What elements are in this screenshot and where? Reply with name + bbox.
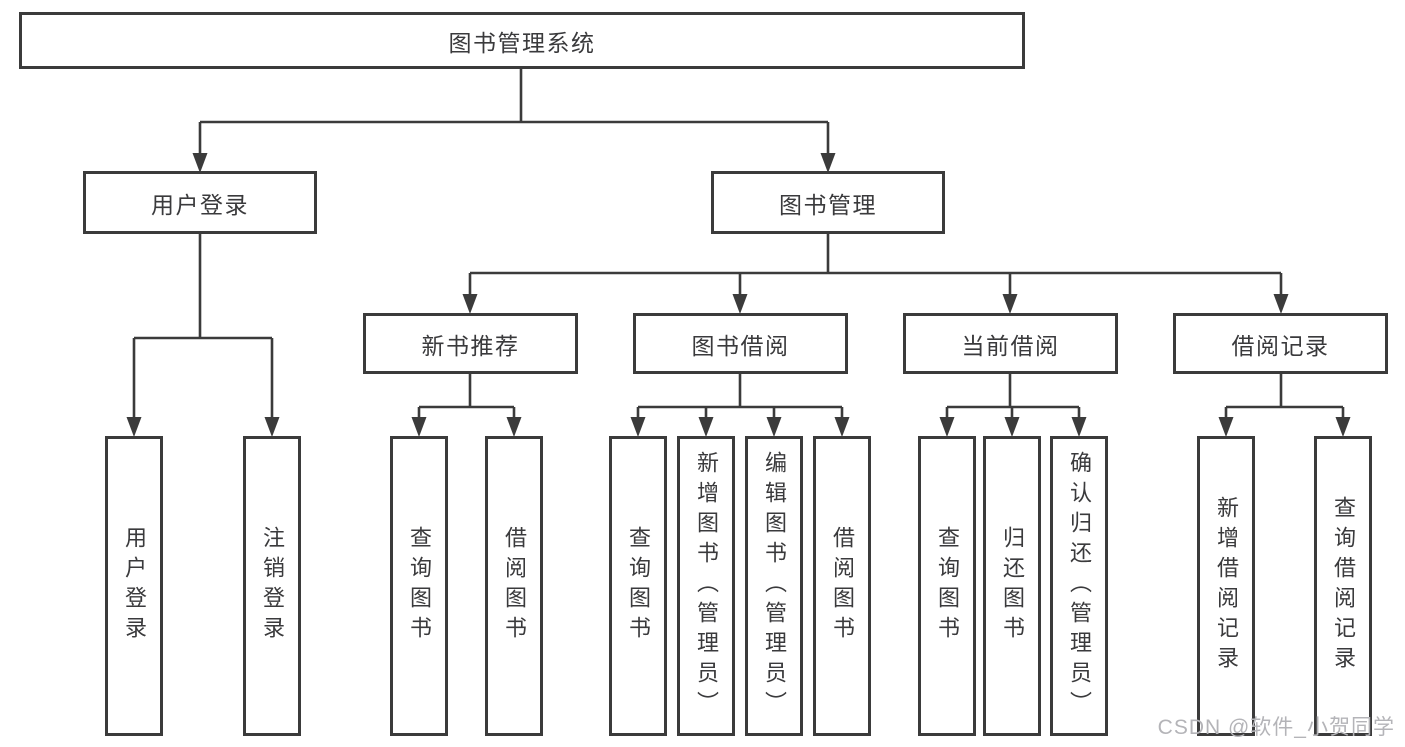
csdn-watermark: CSDN @软件_小贺同学	[1157, 716, 1395, 739]
leaf-query-book-current-label: 查询图书	[935, 526, 960, 646]
leaf-borrow-book-recommend: 借阅图书	[485, 436, 543, 736]
leaf-logout: 注销登录	[243, 436, 301, 736]
node-book-management-label: 图书管理	[779, 191, 877, 218]
node-current-borrow-label: 当前借阅	[961, 332, 1060, 359]
arrowhead	[126, 417, 142, 437]
arrowhead	[192, 153, 208, 173]
node-current-borrow: 当前借阅	[903, 313, 1118, 374]
arrowhead	[1004, 417, 1020, 437]
leaf-query-book-current: 查询图书	[918, 436, 976, 736]
arrowhead	[732, 294, 748, 314]
leaf-borrow-book: 借阅图书	[813, 436, 871, 736]
arrowhead	[1218, 417, 1234, 437]
leaf-query-book-borrow-label: 查询图书	[626, 526, 651, 646]
node-book-borrow-label: 图书借阅	[691, 332, 790, 359]
node-borrow-record-label: 借阅记录	[1231, 332, 1330, 359]
leaf-edit-book-admin-label: 编辑图书（管理员）	[762, 451, 787, 721]
leaf-return-book: 归还图书	[983, 436, 1041, 736]
node-borrow-record: 借阅记录	[1173, 313, 1388, 374]
arrowhead	[1002, 294, 1018, 314]
leaf-borrow-book-label: 借阅图书	[830, 526, 855, 646]
arrowhead	[506, 417, 522, 437]
node-new-book-recommend-label: 新书推荐	[421, 332, 520, 359]
leaf-query-book-recommend-label: 查询图书	[407, 526, 432, 646]
leaf-add-book-admin-label: 新增图书（管理员）	[694, 451, 719, 721]
arrowhead	[1071, 417, 1087, 437]
arrowhead	[834, 417, 850, 437]
leaf-user-login-label: 用户登录	[122, 526, 147, 646]
arrowhead	[766, 417, 782, 437]
arrowhead	[264, 417, 280, 437]
node-book-management: 图书管理	[711, 171, 945, 234]
leaf-borrow-book-recommend-label: 借阅图书	[502, 526, 527, 646]
leaf-add-book-admin: 新增图书（管理员）	[677, 436, 735, 736]
node-user-login: 用户登录	[83, 171, 317, 234]
leaf-query-borrow-record-label: 查询借阅记录	[1331, 496, 1356, 676]
leaf-add-borrow-record: 新增借阅记录	[1197, 436, 1255, 736]
arrowhead	[630, 417, 646, 437]
leaf-edit-book-admin: 编辑图书（管理员）	[745, 436, 803, 736]
node-root-label: 图书管理系统	[448, 29, 596, 56]
leaf-query-book-borrow: 查询图书	[609, 436, 667, 736]
node-user-login-label: 用户登录	[151, 191, 249, 218]
leaf-user-login: 用户登录	[105, 436, 163, 736]
node-root-system: 图书管理系统	[19, 12, 1025, 69]
arrowhead	[939, 417, 955, 437]
arrowhead	[820, 153, 836, 173]
leaf-add-borrow-record-label: 新增借阅记录	[1214, 496, 1239, 676]
arrowhead	[698, 417, 714, 437]
leaf-confirm-return-admin: 确认归还（管理员）	[1050, 436, 1108, 736]
arrowhead	[1335, 417, 1351, 437]
leaf-return-book-label: 归还图书	[1000, 526, 1025, 646]
arrowhead	[1273, 294, 1289, 314]
arrowhead	[411, 417, 427, 437]
leaf-query-book-recommend: 查询图书	[390, 436, 448, 736]
node-new-book-recommend: 新书推荐	[363, 313, 578, 374]
leaf-logout-label: 注销登录	[260, 526, 285, 646]
arrowhead	[462, 294, 478, 314]
node-book-borrow: 图书借阅	[633, 313, 848, 374]
leaf-query-borrow-record: 查询借阅记录	[1314, 436, 1372, 736]
leaf-confirm-return-admin-label: 确认归还（管理员）	[1067, 451, 1092, 721]
